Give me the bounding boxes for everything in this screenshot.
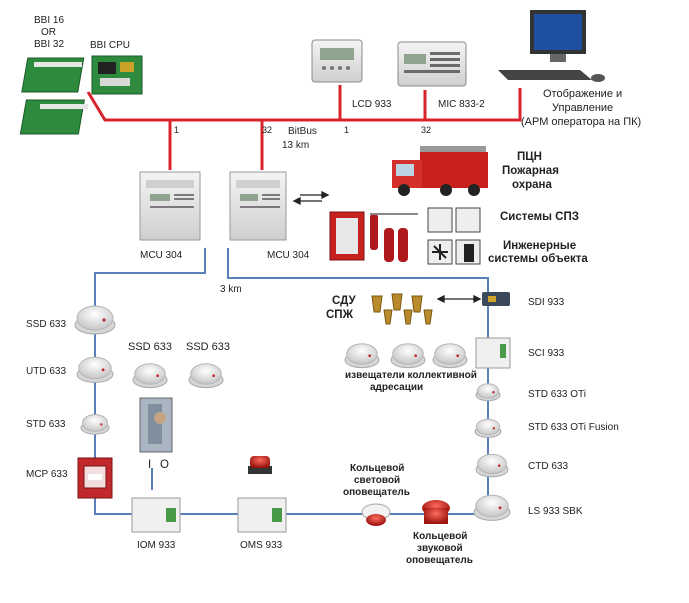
bbi-cpu-board-icon [91, 55, 143, 95]
bbi-32-label: BBI 32 [34, 39, 65, 50]
sound-sounder-label-3: оповещатель [406, 555, 473, 566]
collective-detector-3-icon [432, 343, 468, 369]
collective-label-2: адресации [370, 382, 424, 393]
sdu-label-1: СДУ [332, 295, 356, 307]
ctd-label: CTD 633 [528, 461, 569, 472]
light-sounder-icon [361, 503, 391, 526]
std-oti-fusion-label: STD 633 OTi Fusion [528, 422, 619, 433]
sdu-label-2: СПЖ [326, 309, 353, 321]
sound-sounder-icon [422, 500, 450, 524]
engineering-systems-icon [427, 239, 481, 265]
std-oti-detector-icon [475, 383, 501, 402]
bitbus-addr-32-right: 32 [421, 125, 432, 135]
fire-service-label-3: охрана [512, 179, 552, 191]
lcd-label: LCD 933 [352, 99, 392, 110]
sdi-module-icon [482, 292, 510, 306]
collective-label-1: извещатели коллективной [345, 370, 477, 381]
mic-label: MIC 833-2 [438, 99, 485, 110]
oms-beacon-icon [248, 456, 272, 474]
suppression-systems-icon [329, 207, 481, 262]
mcu-panel-2-icon [229, 171, 287, 241]
bitbus-lines [86, 85, 522, 170]
sci-module-icon [475, 337, 511, 369]
sound-sounder-label-1: Кольцевой [413, 531, 468, 542]
ssd-left-detector-icon [74, 305, 116, 335]
fire-service-label-1: ПЦН [517, 151, 542, 163]
collective-detector-1-icon [344, 343, 380, 369]
bbi-or-label: OR [41, 27, 56, 38]
bbi-board-icon [19, 57, 88, 135]
oms-label: OMS 933 [240, 540, 283, 551]
workstation-label-3: (АРМ оператора на ПК) [521, 116, 642, 128]
bitbus-addr-1-right: 1 [344, 125, 350, 135]
mcu-2-label: MCU 304 [267, 250, 310, 261]
ssd-mid1-label: SSD 633 [128, 341, 173, 353]
std-left-label: STD 633 [26, 419, 66, 430]
std-left-detector-icon [80, 414, 110, 435]
ssd-mid1-detector-icon [132, 363, 168, 389]
utd-detector-icon [76, 356, 114, 383]
oms-module-icon [237, 497, 287, 533]
bitbus-addr-32-left: 32 [262, 125, 273, 135]
std-oti-fusion-detector-icon [474, 418, 502, 438]
operator-workstation-icon [498, 10, 605, 82]
ssd-left-label: SSD 633 [26, 319, 67, 330]
sprinklers-icon [371, 293, 433, 325]
external-link-arrow [292, 190, 330, 206]
manual-call-point-icon [77, 457, 113, 499]
iom-label: IOM 933 [137, 540, 176, 551]
engineering-label-1: Инженерные [503, 240, 577, 252]
iom-module-icon [131, 497, 181, 533]
mic-panel-icon [397, 41, 467, 87]
workstation-label-2: Управление [552, 102, 614, 114]
ls-detector-icon [473, 494, 511, 521]
fire-service-label-2: Пожарная [502, 165, 559, 177]
ls-label: LS 933 SBK [528, 506, 583, 517]
bitbus-addr-1-left: 1 [174, 125, 180, 135]
sound-sounder-label-2: звуковой [417, 543, 463, 554]
mcu-panel-1-icon [139, 171, 201, 241]
ssd-mid2-label: SSD 633 [186, 341, 231, 353]
std-oti-label: STD 633 OTi [528, 389, 586, 400]
iom-i-label: I [148, 459, 152, 471]
fire-truck-icon [392, 146, 488, 196]
loop-length-label: 3 km [220, 284, 242, 295]
light-sounder-label-2: световой [354, 475, 401, 486]
iom-o-label: O [160, 459, 169, 471]
bbi-16-label: BBI 16 [34, 15, 65, 26]
bitbus-label: BitBus [288, 126, 317, 137]
ctd-detector-icon [475, 453, 509, 478]
light-sounder-label-1: Кольцевой [350, 463, 405, 474]
sdi-label: SDI 933 [528, 297, 565, 308]
sci-label: SCI 933 [528, 348, 565, 359]
bitbus-length-label: 13 km [282, 140, 310, 151]
valve-photo-icon [139, 397, 173, 453]
engineering-label-2: системы объекта [488, 253, 588, 265]
mcu-1-label: MCU 304 [140, 250, 183, 261]
workstation-label-1: Отображение и [543, 88, 623, 100]
collective-detector-2-icon [390, 343, 426, 369]
spz-label: Системы СПЗ [500, 211, 579, 223]
bbi-cpu-label: BBI CPU [90, 40, 131, 51]
ssd-mid2-detector-icon [188, 363, 224, 389]
lcd-panel-icon [311, 39, 363, 83]
mcp-label: MCP 633 [26, 469, 68, 480]
sdu-link-arrow [436, 294, 482, 304]
utd-label: UTD 633 [26, 366, 67, 377]
light-sounder-label-3: оповещатель [343, 487, 410, 498]
